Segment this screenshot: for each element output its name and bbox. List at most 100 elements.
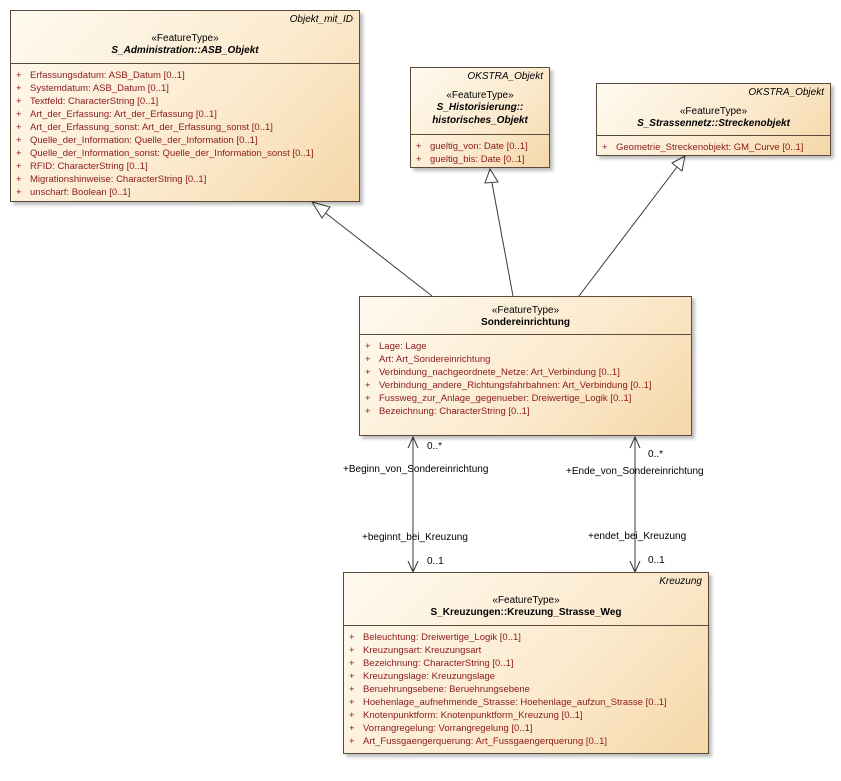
visibility-public-icon: + — [365, 354, 371, 365]
class-tag: Objekt_mit_ID — [289, 14, 353, 25]
attribute-text: Verbindung_andere_Richtungsfahrbahnen: A… — [379, 380, 652, 391]
visibility-public-icon: + — [349, 632, 355, 643]
visibility-public-icon: + — [349, 658, 355, 669]
visibility-public-icon: + — [16, 174, 22, 185]
stereotype-label: «FeatureType» — [679, 106, 748, 117]
attribute-list: +gueltig_von: Date [0..1]+gueltig_bis: D… — [411, 134, 549, 166]
generalization-to-historisches-objekt — [484, 167, 514, 297]
role-beginn-von-sondereinrichtung: +Beginn_von_Sondereinrichtung — [343, 464, 489, 475]
attribute-text: Kreuzungsart: Kreuzungsart — [363, 645, 482, 656]
class-historisches-objekt[interactable]: OKSTRA_Objekt «FeatureType» S_Historisie… — [410, 67, 550, 168]
association-ende — [629, 435, 641, 574]
attribute-text: Geometrie_Streckenobjekt: GM_Curve [0..1… — [616, 142, 804, 153]
attribute-row: + Geometrie_Streckenobjekt: GM_Curve [0..… — [597, 141, 830, 154]
generalization-to-asb-objekt — [310, 201, 433, 297]
attribute-row: +Kreuzungslage: Kreuzungslage — [344, 670, 708, 683]
visibility-public-icon: + — [16, 135, 22, 146]
visibility-public-icon: + — [365, 406, 371, 417]
class-name: S_Strassennetz::Streckenobjekt — [637, 118, 790, 129]
attribute-row: + Bezeichnung: CharacterString [0..1] — [344, 657, 708, 670]
generalization-to-streckenobjekt — [578, 155, 686, 297]
attribute-text: Lage: Lage — [379, 341, 427, 352]
visibility-public-icon: + — [16, 187, 22, 198]
class-streckenobjekt[interactable]: OKSTRA_Objekt «FeatureType» S_Strassenne… — [596, 83, 831, 156]
visibility-public-icon: + — [365, 393, 371, 404]
attribute-row: + Vorrangregelung: Vorrangregelung [0..1] — [344, 722, 708, 735]
class-name: S_Kreuzungen::Kreuzung_Strasse_Weg — [430, 607, 622, 618]
visibility-public-icon: + — [365, 367, 371, 378]
visibility-public-icon: + — [349, 710, 355, 721]
attribute-row: + Fussweg_zur_Anlage_gegenueber: Dreiwert… — [360, 392, 691, 405]
attribute-row: + Quelle_der_Information: Quelle_der_Info… — [11, 134, 359, 147]
attribute-row: +gueltig_von: Date [0..1] — [411, 140, 549, 153]
attribute-list: +Beleuchtung: Dreiwertige_Logik [0..1]+K… — [344, 625, 708, 748]
attribute-row: +gueltig_bis: Date [0..1] — [411, 153, 549, 166]
attribute-row: + RFID: CharacterString [0..1] — [11, 160, 359, 173]
visibility-public-icon: + — [602, 142, 608, 153]
class-name: S_Administration::ASB_Objekt — [111, 45, 259, 56]
attribute-row: + Art_der_Erfassung_sonst: Art_der_Erfass… — [11, 121, 359, 134]
attribute-text: Knotenpunktform: Knotenpunktform_Kreuzun… — [363, 710, 583, 721]
visibility-public-icon: + — [349, 723, 355, 734]
class-name-line2: historisches_Objekt — [432, 115, 528, 126]
attribute-text: Fussweg_zur_Anlage_gegenueber: Dreiwerti… — [379, 393, 632, 404]
attribute-text: Beruehrungsebene: Beruehrungsebene — [363, 684, 530, 695]
class-sondereinrichtung[interactable]: «FeatureType» Sondereinrichtung +Lage: L… — [359, 296, 692, 436]
attribute-text: gueltig_von: Date [0..1] — [430, 141, 528, 152]
class-kreuzung-strasse-weg[interactable]: Kreuzung «FeatureType» S_Kreuzungen::Kre… — [343, 572, 709, 754]
stereotype-label: «FeatureType» — [446, 90, 514, 101]
attribute-text: gueltig_bis: Date [0..1] — [430, 154, 525, 165]
attribute-text: Textfeld: CharacterString [0..1] — [30, 96, 159, 107]
visibility-public-icon: + — [365, 341, 371, 352]
attribute-text: unscharf: Boolean [0..1] — [30, 187, 131, 198]
attribute-row: + Lage: Lage — [360, 340, 691, 353]
attribute-text: Beleuchtung: Dreiwertige_Logik [0..1] — [363, 632, 521, 643]
visibility-public-icon: + — [16, 161, 22, 172]
attribute-text: Art: Art_Sondereinrichtung — [379, 354, 491, 365]
attribute-row: + Knotenpunktform: Knotenpunktform_Kreuzu… — [344, 709, 708, 722]
stereotype-label: «FeatureType» — [491, 305, 560, 316]
attribute-text: Bezeichnung: CharacterString [0..1] — [363, 658, 514, 669]
attribute-text: Art_der_Erfassung: Art_der_Erfassung [0.… — [30, 109, 217, 120]
attribute-text: RFID: CharacterString [0..1] — [30, 161, 148, 172]
attribute-text: Migrationshinweise: CharacterString [0..… — [30, 174, 207, 185]
class-tag: OKSTRA_Objekt — [748, 87, 824, 98]
visibility-public-icon: + — [16, 122, 22, 133]
attribute-text: Vorrangregelung: Vorrangregelung [0..1] — [363, 723, 533, 734]
stereotype-label: «FeatureType» — [151, 33, 219, 44]
attribute-text: Kreuzungslage: Kreuzungslage — [363, 671, 496, 682]
attribute-row: + Art: Art_Sondereinrichtung — [360, 353, 691, 366]
attribute-row: +Bezeichnung: CharacterString [0..1] — [360, 405, 691, 418]
attribute-text: Quelle_der_Information_sonst: Quelle_der… — [30, 148, 314, 159]
attribute-row: +Art_Fussgaengerquerung: Art_Fussgaenger… — [344, 735, 708, 748]
attribute-row: +Verbindung_nachgeordnete_Netze: Art_Ver… — [360, 366, 691, 379]
attribute-row: + Beruehrungsebene: Beruehrungsebene — [344, 683, 708, 696]
attribute-text: Art_der_Erfassung_sonst: Art_der_Erfassu… — [30, 122, 273, 133]
visibility-public-icon: + — [349, 645, 355, 656]
visibility-public-icon: + — [349, 736, 355, 747]
class-tag: Kreuzung — [659, 576, 702, 587]
visibility-public-icon: + — [349, 684, 355, 695]
class-asb-objekt[interactable]: Objekt_mit_ID «FeatureType» S_Administra… — [10, 10, 360, 202]
multiplicity-ende-bottom: 0..1 — [648, 555, 665, 566]
attribute-text: Systemdatum: ASB_Datum [0..1] — [30, 83, 169, 94]
attribute-text: Quelle_der_Information: Quelle_der_Infor… — [30, 135, 258, 146]
class-name-line1: S_Historisierung:: — [436, 102, 524, 113]
role-endet-bei-kreuzung: +endet_bei_Kreuzung — [588, 531, 687, 542]
attribute-row: + unscharf: Boolean [0..1] — [11, 186, 359, 199]
attribute-row: + Textfeld: CharacterString [0..1] — [11, 95, 359, 108]
visibility-public-icon: + — [16, 148, 22, 159]
attribute-row: +Art_der_Erfassung: Art_der_Erfassung [0… — [11, 108, 359, 121]
attribute-row: + Kreuzungsart: Kreuzungsart — [344, 644, 708, 657]
multiplicity-beginn-top: 0..* — [427, 441, 443, 452]
attribute-list: +Erfassungsdatum: ASB_Datum [0..1]+Syste… — [11, 63, 359, 199]
visibility-public-icon: + — [16, 70, 22, 81]
attribute-list: +Lage: Lage+Art: Art_Sondereinrichtung+V… — [360, 334, 691, 418]
visibility-public-icon: + — [16, 96, 22, 107]
attribute-row: + Beleuchtung: Dreiwertige_Logik [0..1] — [344, 631, 708, 644]
attribute-row: +Systemdatum: ASB_Datum [0..1] — [11, 82, 359, 95]
attribute-row: +Verbindung_andere_Richtungsfahrbahnen: … — [360, 379, 691, 392]
attribute-row: +Erfassungsdatum: ASB_Datum [0..1] — [11, 69, 359, 82]
stereotype-label: «FeatureType» — [492, 595, 560, 606]
